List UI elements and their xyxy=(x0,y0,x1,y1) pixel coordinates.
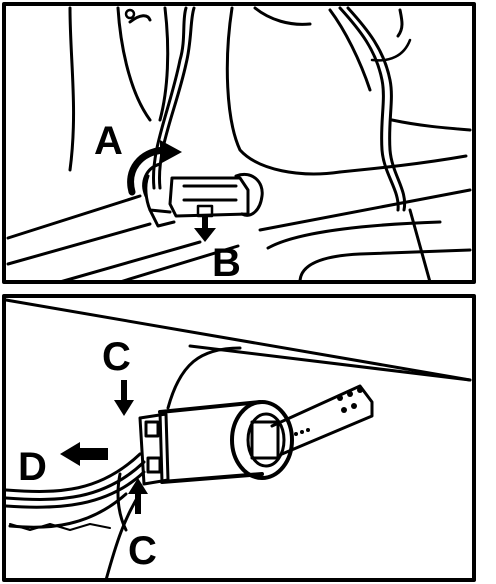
floor-tray-lines xyxy=(6,188,472,284)
callout-label-c-bottom: C xyxy=(128,529,157,573)
background-edge-line xyxy=(4,298,472,382)
callout-label-d: D xyxy=(18,445,47,489)
curved-rotate-arrow-icon xyxy=(127,140,182,198)
top-panel-drawing: A B xyxy=(2,2,476,285)
left-arrow-icon xyxy=(60,442,108,466)
panel-frame xyxy=(2,2,476,284)
wire-harness xyxy=(151,6,412,212)
top-panel-illustration: A B xyxy=(0,0,480,286)
callout-label-c-top: C xyxy=(102,335,131,379)
callout-label-b: B xyxy=(212,241,241,285)
squeeze-arrow-icon xyxy=(114,380,148,514)
callout-label-a: A xyxy=(94,119,123,163)
body-panel-lines xyxy=(68,6,472,176)
bottom-panel-illustration: C D C xyxy=(0,294,480,584)
down-arrow-icon xyxy=(194,214,216,242)
background-edge-line-2 xyxy=(188,344,472,382)
panel-frame xyxy=(2,294,476,582)
bottom-panel-drawing: C D C xyxy=(2,294,476,582)
sensor-body xyxy=(158,346,374,484)
